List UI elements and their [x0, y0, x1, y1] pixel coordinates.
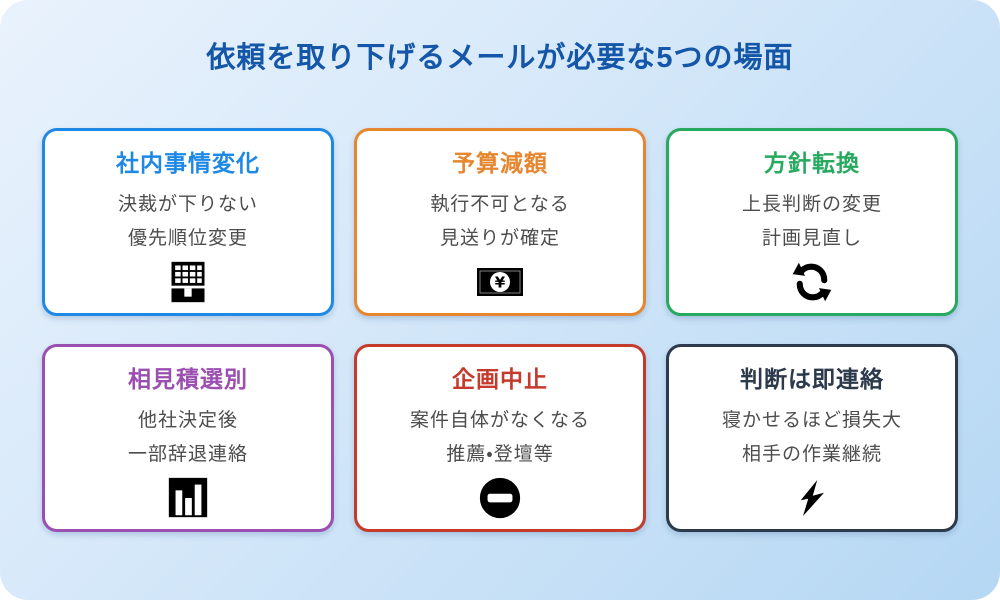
card-line: 上長判断の変更: [741, 193, 882, 215]
card-title: 方針転換: [764, 150, 860, 176]
card-line: 相手の作業継続: [741, 443, 882, 465]
card-line: 推薦・登壇等: [446, 443, 554, 465]
card-title: 判断は即連絡: [740, 366, 884, 392]
yen-symbol: ¥: [495, 273, 506, 291]
card-line: 計画見直し: [761, 227, 862, 249]
card-budget-cut: 予算減額 執行不可となる 見送りが確定 ¥: [354, 128, 646, 316]
building-icon: [166, 258, 210, 306]
card-notify-immediately: 判断は即連絡 寝かせるほど損失大 相手の作業継続: [666, 344, 958, 532]
card-grid: 社内事情変化 決裁が下りない 優先順位変更: [0, 128, 1000, 532]
card-body: 上長判断の変更 計画見直し: [742, 188, 882, 256]
card-body: 決裁が下りない 優先順位変更: [118, 188, 258, 256]
card-line: 一部辞退連絡: [127, 443, 248, 465]
card-line: 案件自体がなくなる: [409, 409, 590, 431]
lightning-icon: [794, 474, 830, 522]
card-title: 予算減額: [452, 150, 548, 176]
card-policy-shift: 方針転換 上長判断の変更 計画見直し: [666, 128, 958, 316]
card-body: 寝かせるほど損失大 相手の作業継続: [722, 404, 902, 472]
page-title: 依頼を取り下げるメールが必要な5つの場面: [206, 42, 794, 74]
card-quote-selection: 相見積選別 他社決定後 一部辞退連絡: [42, 344, 334, 532]
banknote-icon: ¥: [476, 258, 524, 306]
card-plan-cancelled: 企画中止 案件自体がなくなる 推薦・登壇等: [354, 344, 646, 532]
card-title: 相見積選別: [128, 366, 248, 392]
card-line: 執行不可となる: [430, 193, 570, 215]
card-line: 見送りが確定: [439, 227, 560, 249]
refresh-icon: [791, 258, 833, 306]
card-body: 執行不可となる 見送りが確定: [430, 188, 569, 256]
card-line: 決裁が下りない: [117, 193, 258, 215]
card-line: 他社決定後: [137, 409, 238, 431]
card-body: 他社決定後 一部辞退連絡: [128, 404, 248, 472]
card-line: 優先順位変更: [127, 227, 248, 249]
no-entry-icon: [477, 474, 523, 522]
card-title: 社内事情変化: [116, 150, 260, 176]
card-line: 寝かせるほど損失大: [721, 409, 902, 431]
card-body: 案件自体がなくなる 推薦・登壇等: [410, 404, 590, 472]
card-title: 企画中止: [452, 366, 548, 392]
card-internal-change: 社内事情変化 決裁が下りない 優先順位変更: [42, 128, 334, 316]
bar-chart-icon: [165, 474, 211, 522]
